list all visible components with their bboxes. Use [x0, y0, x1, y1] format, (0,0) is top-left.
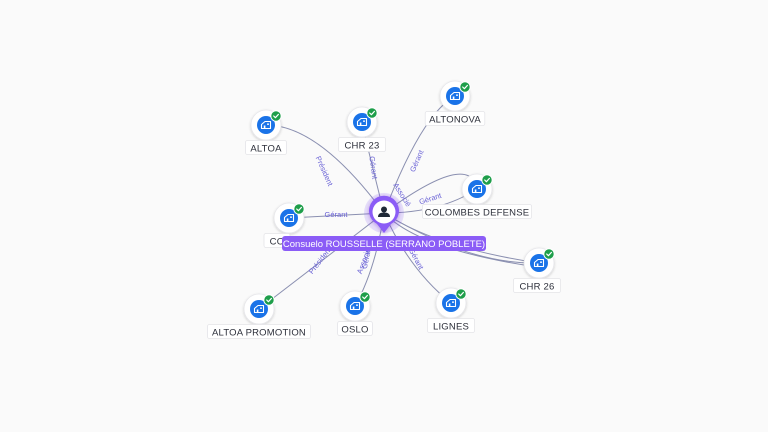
- check-badge-icon: [481, 174, 493, 186]
- node-label-chr26: CHR 26: [513, 278, 562, 293]
- node-label-oslo: OSLO: [337, 321, 373, 336]
- node-label-altonova: ALTONOVA: [424, 111, 486, 126]
- company-node-altoa-promotion[interactable]: ALTOA PROMOTION: [207, 293, 311, 339]
- edge-label-altoa: Président: [314, 155, 335, 188]
- company-building-icon: [446, 87, 464, 105]
- node-label-altoa-promotion: ALTOA PROMOTION: [207, 324, 311, 339]
- company-building-icon: [280, 209, 298, 227]
- check-badge-icon: [293, 203, 305, 215]
- company-node-colombes[interactable]: COLOMBES DEFENSE: [421, 173, 532, 219]
- nodes-layer: ALTOA CHR 23 ALTONOVA COLOMBES DEFENSE CO CHR…: [207, 80, 562, 339]
- company-node-oslo[interactable]: OSLO: [337, 290, 373, 336]
- node-label-text: CHR 23: [345, 140, 380, 151]
- edge-label-co: Gérant: [325, 210, 349, 219]
- node-label-text: COLOMBES DEFENSE: [425, 207, 530, 218]
- edge-chr26-secondary: [383, 212, 540, 264]
- center-label: Consuelo ROUSSELLE (SERRANO POBLETE): [283, 239, 485, 250]
- check-badge-icon: [455, 288, 467, 300]
- node-label-altoa: ALTOA: [245, 140, 287, 155]
- node-label-text: ALTONOVA: [429, 114, 481, 125]
- check-badge-icon: [459, 81, 471, 93]
- company-node-chr23[interactable]: CHR 23: [337, 106, 386, 152]
- company-node-chr26[interactable]: CHR 26: [513, 247, 562, 293]
- center-label-badge: Consuelo ROUSSELLE (SERRANO POBLETE): [282, 236, 486, 251]
- company-building-icon: [257, 116, 275, 134]
- check-badge-icon: [366, 107, 378, 119]
- edge-label-chr23: Gérant: [367, 156, 379, 181]
- node-label-colombes: COLOMBES DEFENSE: [421, 204, 532, 219]
- company-node-altoa[interactable]: ALTOA: [245, 109, 287, 155]
- node-label-chr23: CHR 23: [337, 137, 386, 152]
- company-building-icon: [353, 113, 371, 131]
- node-label-text: ALTOA: [250, 143, 282, 154]
- node-label-text: CHR 26: [520, 281, 555, 292]
- person-icon: [378, 206, 390, 217]
- check-badge-icon: [359, 291, 371, 303]
- node-label-lignes: LIGNES: [426, 318, 475, 333]
- check-badge-icon: [543, 248, 555, 260]
- company-building-icon: [530, 254, 548, 272]
- node-label-text: CO: [270, 236, 285, 247]
- node-label-text: ALTOA PROMOTION: [212, 327, 306, 338]
- company-node-lignes[interactable]: LIGNES: [426, 287, 475, 333]
- company-node-altonova[interactable]: ALTONOVA: [424, 80, 486, 126]
- company-building-icon: [250, 300, 268, 318]
- company-building-icon: [468, 180, 486, 198]
- check-badge-icon: [270, 110, 282, 122]
- node-label-text: OSLO: [341, 324, 368, 335]
- check-badge-icon: [263, 294, 275, 306]
- center-person-node[interactable]: Consuelo ROUSSELLE (SERRANO POBLETE): [282, 193, 486, 251]
- node-label-text: LIGNES: [433, 321, 469, 332]
- company-building-icon: [346, 297, 364, 315]
- edge-label-colombes: Gérant: [418, 191, 443, 207]
- company-building-icon: [442, 294, 460, 312]
